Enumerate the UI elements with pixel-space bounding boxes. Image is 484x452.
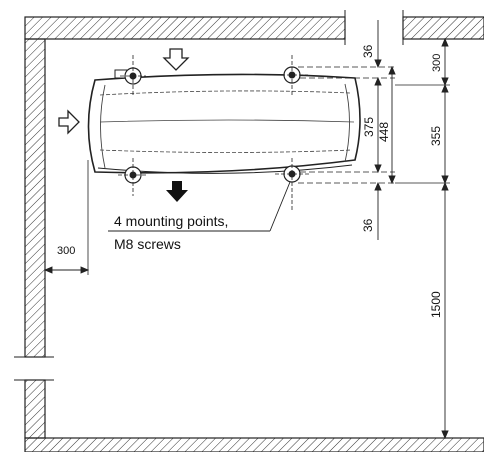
mounting-point-bottom-left <box>118 158 148 196</box>
floor <box>24 437 484 452</box>
air-curtain-unit <box>87 69 361 174</box>
dim-side-clearance: 300 <box>57 245 75 257</box>
mounting-point-top-left <box>120 55 146 95</box>
arrow-down-outline-icon <box>162 48 190 71</box>
left-wall-lower <box>24 379 46 439</box>
dim-ceiling-gap: 300 <box>431 54 443 72</box>
callout-line-1: 4 mounting points, <box>114 213 228 229</box>
dim-wall-gap: 355 <box>429 126 443 146</box>
dim-top-clearance: 36 <box>361 44 375 58</box>
dim-floor-height: 1500 <box>429 291 443 318</box>
arrow-down-solid-icon <box>166 181 188 202</box>
ceiling-wall-left <box>24 16 346 40</box>
extension-lines <box>298 66 450 184</box>
callout-line-2: M8 screws <box>114 236 181 252</box>
ceiling-wall-right <box>402 16 484 40</box>
dim-mount-spacing: 448 <box>377 122 391 142</box>
mounting-point-bottom-right <box>275 158 310 212</box>
callout-leader <box>108 181 291 232</box>
walls <box>14 10 484 452</box>
left-wall-upper <box>24 38 46 358</box>
arrow-right-outline-icon <box>58 109 80 135</box>
dimension-lines <box>43 20 449 440</box>
dim-unit-depth: 375 <box>362 117 376 137</box>
mounting-point-top-right <box>275 55 308 95</box>
dim-bottom-clearance: 36 <box>361 218 375 232</box>
